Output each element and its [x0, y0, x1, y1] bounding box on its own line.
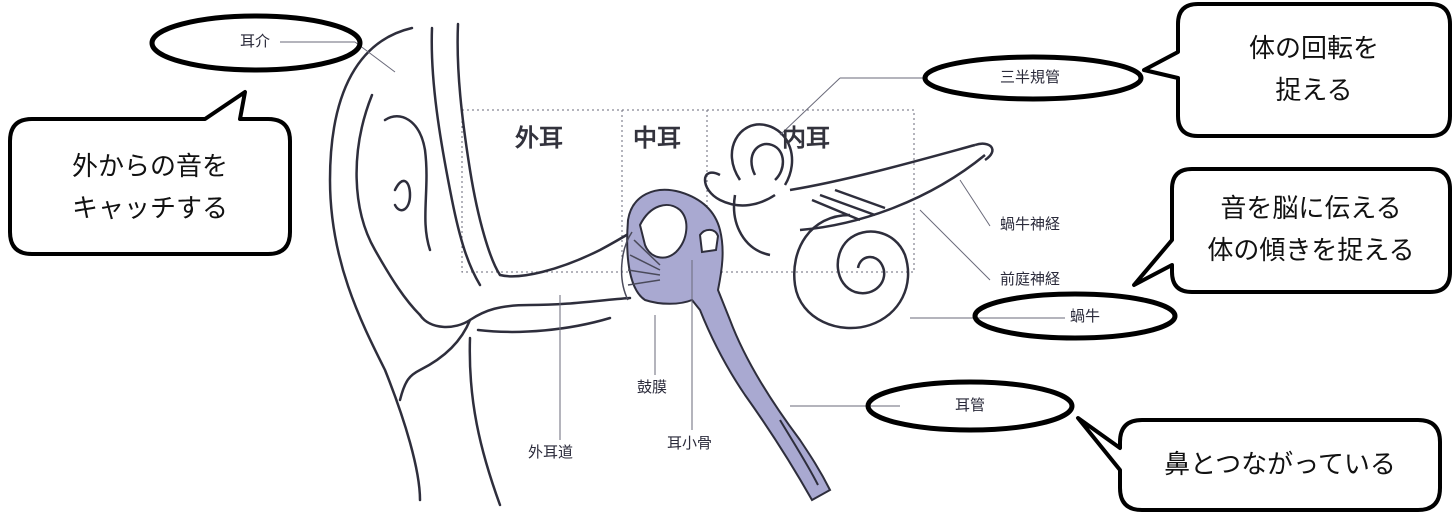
callout-canals-line-1: 体の回転を [1178, 28, 1450, 70]
middle-ear-tissue [627, 190, 830, 500]
label-cochlea: 蝸牛 [1070, 309, 1100, 324]
region-middle-ear-heading: 中耳 [633, 126, 681, 150]
callout-canals-text: 体の回転を 捉える [1178, 28, 1450, 112]
label-cochlear-nerve: 蝸牛神経 [1000, 217, 1060, 232]
label-semicircular-canals: 三半規管 [1000, 70, 1060, 85]
label-eustachian-tube: 耳管 [955, 398, 985, 413]
nerve-bundle-shape [790, 144, 992, 230]
callout-auricle-line-2: キャッチする [10, 188, 290, 230]
region-outer-ear-heading: 外耳 [515, 126, 563, 150]
label-vestibular-nerve: 前庭神経 [1000, 272, 1060, 287]
region-inner-ear-heading: 内耳 [782, 126, 830, 150]
callout-tube-line-1: 鼻とつながっている [1120, 444, 1440, 486]
callout-nerves-line-2: 体の傾きを捉える [1172, 230, 1450, 272]
callout-tube-text: 鼻とつながっている [1120, 444, 1440, 486]
auricle-shape [330, 24, 635, 505]
callout-nerves-line-1: 音を脳に伝える [1172, 188, 1450, 230]
label-ear-canal: 外耳道 [528, 445, 573, 460]
label-ossicles: 耳小骨 [667, 436, 712, 451]
callout-auricle-line-1: 外からの音を [10, 146, 290, 188]
label-auricle: 耳介 [240, 34, 270, 49]
label-eardrum: 鼓膜 [637, 380, 667, 395]
callout-auricle-text: 外からの音を キャッチする [10, 146, 290, 230]
callout-nerves-text: 音を脳に伝える 体の傾きを捉える [1172, 188, 1450, 272]
callout-canals-line-2: 捉える [1178, 70, 1450, 112]
